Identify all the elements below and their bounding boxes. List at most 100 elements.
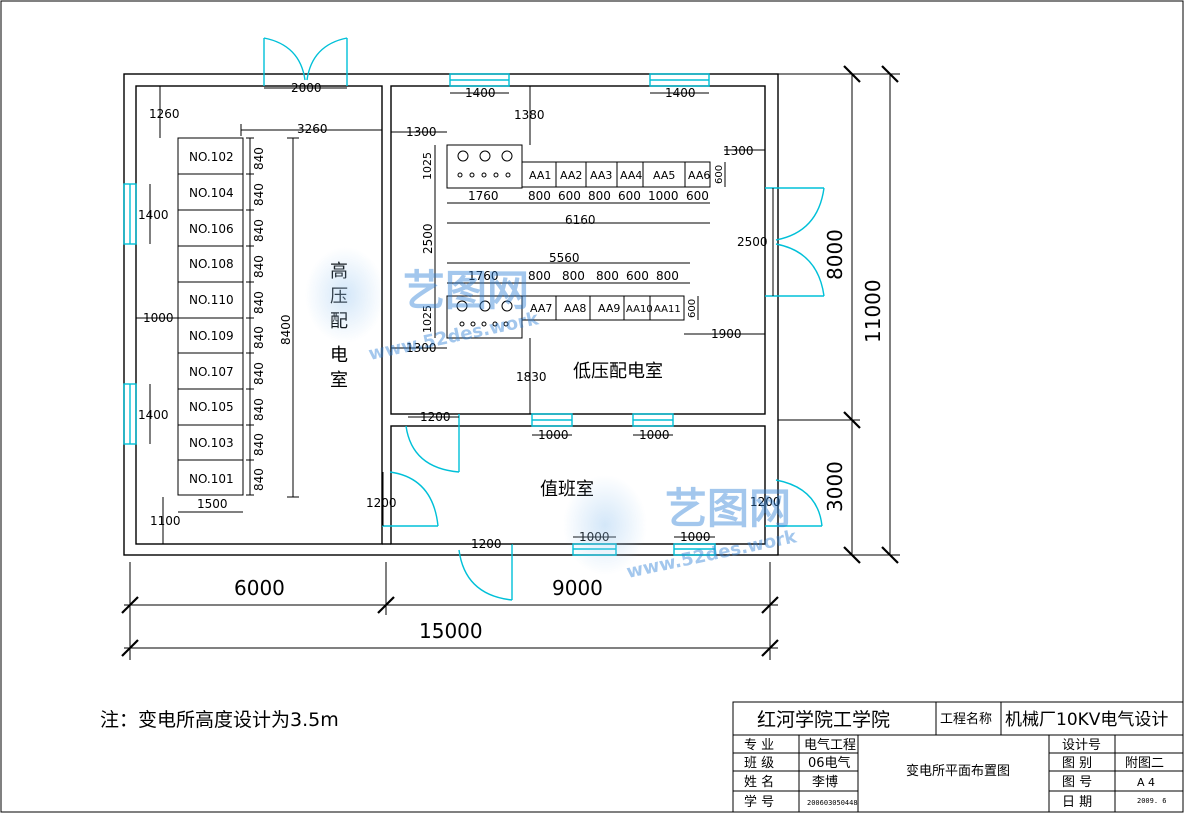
dim-840: 840 xyxy=(252,183,266,206)
duty-right-door xyxy=(765,479,823,527)
dim-1000-div-right: 1000 xyxy=(639,428,670,442)
watermark-url: www.52des.work xyxy=(367,308,542,365)
tb-value: 附图二 xyxy=(1125,756,1164,771)
dim-9000: 9000 xyxy=(552,576,603,600)
dim-2500-door: 2500 xyxy=(737,235,768,249)
tb-label: 专 业 xyxy=(744,738,774,753)
hv-cabinet-column xyxy=(177,137,244,496)
lv-panel-label: AA8 xyxy=(564,302,586,315)
lv-row1-panels xyxy=(521,161,711,188)
dim-row1: 600 xyxy=(618,189,641,203)
tb-value: 2009. 6 xyxy=(1137,797,1167,805)
dim-6000: 6000 xyxy=(234,576,285,600)
lv-panel-label: AA7 xyxy=(530,302,552,315)
left-window-lower xyxy=(123,383,137,445)
dim-11000: 11000 xyxy=(861,279,885,343)
watermark-brand: 艺图网 xyxy=(403,266,529,315)
tb-value: 李博 xyxy=(812,775,838,790)
dim-1100: 1100 xyxy=(150,514,181,528)
hv-cabinet-label: NO.103 xyxy=(189,436,234,450)
dim-1300-lower: 1300 xyxy=(406,341,437,355)
dim-600-side: 600 xyxy=(714,165,725,184)
dim-2000: 2000 xyxy=(291,81,322,95)
tb-value: 电气工程 xyxy=(804,737,856,753)
dim-600-side2: 600 xyxy=(687,299,698,318)
bottom-dimension-lines xyxy=(121,562,779,660)
dim-840: 840 xyxy=(252,326,266,349)
dim-row2: 600 xyxy=(626,269,649,283)
dim-5560: 5560 xyxy=(549,251,580,265)
dim-1200-top: 1200 xyxy=(420,410,451,424)
dim-1000-div-left: 1000 xyxy=(538,428,569,442)
dim-1500: 1500 xyxy=(197,497,228,511)
dim-840: 840 xyxy=(252,398,266,421)
dim-1025-lower: 1025 xyxy=(421,305,434,333)
hv-entrance-door xyxy=(263,37,348,86)
title-project-label: 工程名称 xyxy=(940,711,992,727)
lv-transformer-1 xyxy=(446,144,523,189)
dim-1380: 1380 xyxy=(514,108,545,122)
lv-panel-label: AA6 xyxy=(688,169,710,182)
tb-label: 学 号 xyxy=(744,794,774,810)
title-school: 红河学院工学院 xyxy=(757,709,890,731)
dim-1200-right: 1200 xyxy=(750,495,781,509)
duty-left-door xyxy=(382,471,439,527)
tb-label: 图 别 xyxy=(1062,756,1092,771)
dim-15000: 15000 xyxy=(419,619,483,643)
tb-label: 班 级 xyxy=(744,756,774,771)
dim-840: 840 xyxy=(252,219,266,242)
dim-8000: 8000 xyxy=(823,229,847,280)
right-dimension-lines xyxy=(778,65,900,564)
dim-840: 840 xyxy=(252,255,266,278)
dim-840: 840 xyxy=(252,362,266,385)
hv-cabinet-label: NO.102 xyxy=(189,150,234,164)
lv-panel-label: AA9 xyxy=(598,302,620,315)
hv-840-dimension-chain xyxy=(246,137,254,496)
dim-1400-left-upper: 1400 xyxy=(138,208,169,222)
title-block xyxy=(732,701,1184,813)
watermark-logo: 艺图网 www.52des.work xyxy=(563,475,799,583)
tb-label: 日 期 xyxy=(1062,795,1092,810)
tb-value: A 4 xyxy=(1137,776,1155,789)
dim-row1: 800 xyxy=(528,189,551,203)
duty-bottom-window-right xyxy=(673,543,716,556)
dim-6160: 6160 xyxy=(565,213,596,227)
hv-room-label: 室 xyxy=(330,370,348,391)
dim-row2: 800 xyxy=(596,269,619,283)
dim-1400-top-left: 1400 xyxy=(465,86,496,100)
dim-row1: 1000 xyxy=(648,189,679,203)
tb-value: 06电气 xyxy=(808,755,851,771)
dim-row2: 1760 xyxy=(468,269,499,283)
dim-840: 840 xyxy=(252,468,266,491)
dim-1000-left: 1000 xyxy=(143,311,174,325)
dim-1900: 1900 xyxy=(711,327,742,341)
dim-2500-left: 2500 xyxy=(421,223,435,254)
dim-1830: 1830 xyxy=(516,370,547,384)
dim-row2: 800 xyxy=(562,269,585,283)
dim-840: 840 xyxy=(252,433,266,456)
dim-1000-bottom-right: 1000 xyxy=(680,530,711,544)
title-drawing-name: 变电所平面布置图 xyxy=(906,763,1010,779)
dim-1300-top: 1300 xyxy=(406,125,437,139)
lv-room-label: 低压配电室 xyxy=(573,361,663,382)
lv-top-window-right xyxy=(649,73,710,87)
hv-cabinet-label: NO.104 xyxy=(189,186,234,200)
dim-row1: 600 xyxy=(558,189,581,203)
dim-1400-left-lower: 1400 xyxy=(138,408,169,422)
lv-panel-label: AA1 xyxy=(529,169,551,182)
hv-cabinet-label: NO.106 xyxy=(189,222,234,236)
divider-window-right xyxy=(632,413,674,427)
design-note: 注：变电所高度设计为3.5m xyxy=(100,709,339,731)
dim-row2: 800 xyxy=(656,269,679,283)
lv-transformer-2 xyxy=(446,295,523,339)
divider-window-left xyxy=(531,413,573,427)
left-window-upper xyxy=(123,183,137,245)
dim-1200-bottom: 1200 xyxy=(471,537,502,551)
lv-panel-label: AA2 xyxy=(560,169,582,182)
hv-cabinet-label: NO.109 xyxy=(189,329,234,343)
dim-1260: 1260 xyxy=(149,107,180,121)
hv-cabinet-label: NO.101 xyxy=(189,472,234,486)
lv-side-double-door xyxy=(765,187,825,297)
dim-8400: 8400 xyxy=(279,314,293,345)
